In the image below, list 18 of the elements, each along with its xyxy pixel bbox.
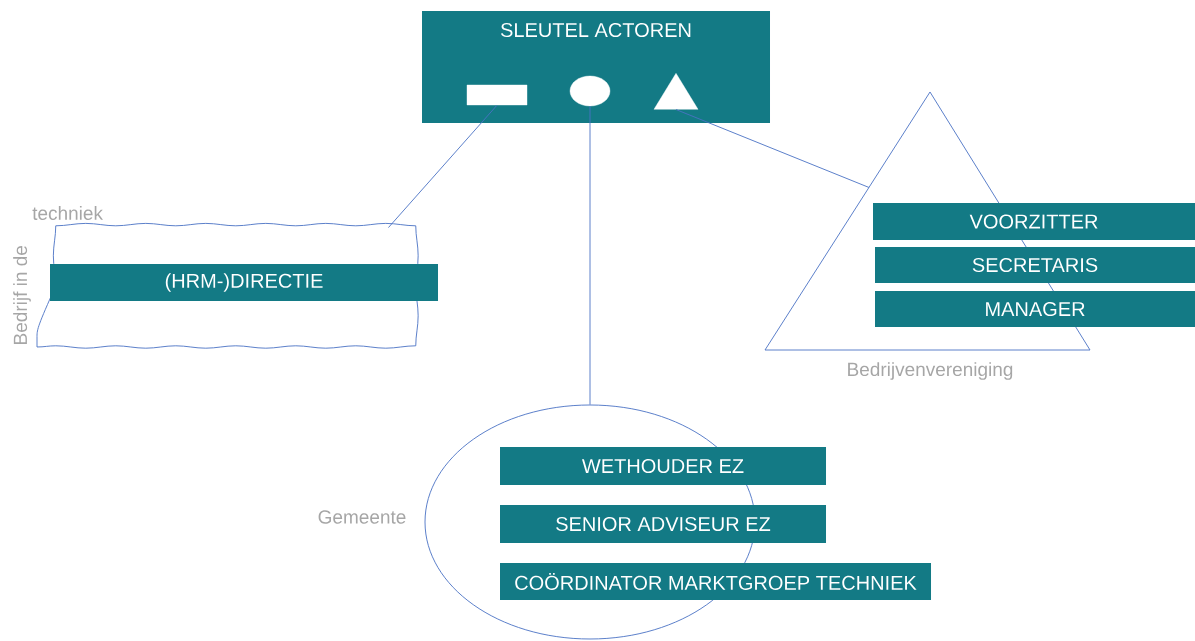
title-box: SLEUTEL ACTOREN xyxy=(422,11,770,123)
group-label: Bedrijf in de xyxy=(13,246,31,344)
connector-line xyxy=(589,105,591,405)
ellipse-icon xyxy=(569,75,611,107)
role-bar: VOORZITTER xyxy=(873,203,1195,240)
role-bar: SENIOR ADVISEUR EZ xyxy=(500,505,826,543)
rectangle-icon xyxy=(466,84,528,106)
group-label: Gemeente xyxy=(318,510,406,524)
role-bar: WETHOUDER EZ xyxy=(500,447,826,485)
connector-line xyxy=(388,104,498,228)
role-bar: MANAGER xyxy=(875,291,1195,327)
triangle-icon xyxy=(653,73,699,110)
connector-line xyxy=(675,109,870,188)
group-label: Bedrijvenvereniging xyxy=(848,362,1013,380)
role-bar: (HRM-)DIRECTIE xyxy=(50,264,438,301)
group-label: techniek xyxy=(32,206,103,220)
role-bar: COÖRDINATOR MARKTGROEP TECHNIEK xyxy=(500,563,931,600)
role-bar: SECRETARIS xyxy=(875,247,1195,283)
